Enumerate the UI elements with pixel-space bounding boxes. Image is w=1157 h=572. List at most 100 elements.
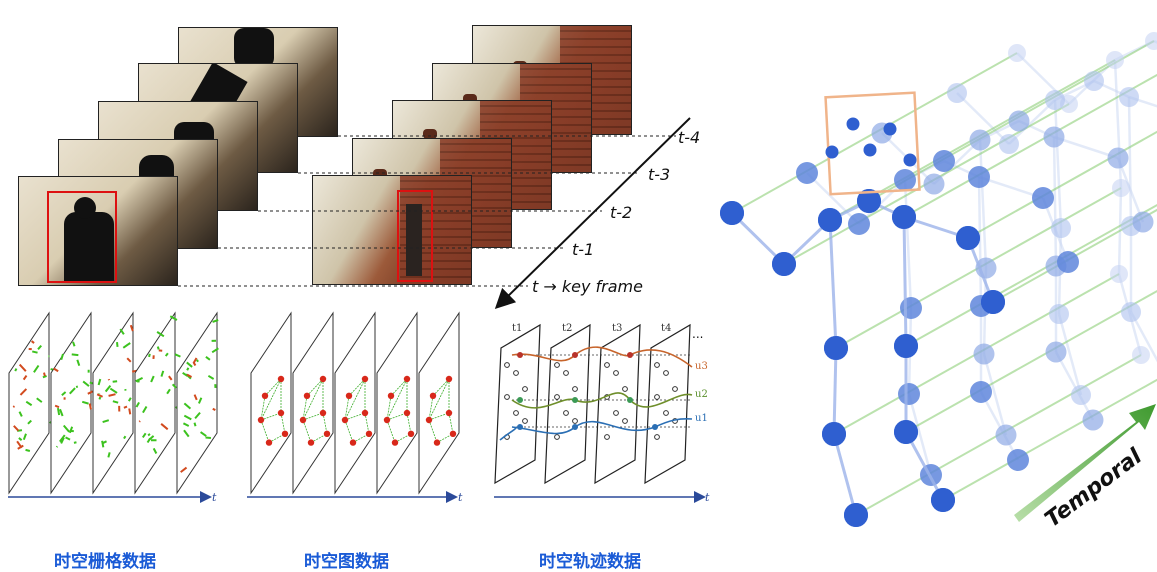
raster-cell (158, 347, 159, 350)
trajectory-marker (627, 352, 633, 358)
time-label-key-frame: t → key frame (532, 277, 643, 296)
time-label-t-3: t-3 (648, 165, 670, 184)
graph-node (999, 134, 1019, 154)
graph-node (258, 417, 264, 423)
graph-node (320, 376, 326, 382)
graph-node (426, 417, 432, 423)
trajectory-marker (572, 424, 578, 430)
focus-node (847, 118, 860, 131)
graph-node (450, 431, 456, 437)
frame-connectors (178, 136, 676, 286)
graph-node (1051, 218, 1071, 238)
graph-node (1049, 304, 1069, 324)
trajectory-point (664, 371, 669, 376)
graph-node (308, 439, 314, 445)
raster-cell (102, 441, 103, 448)
graph-node (931, 488, 955, 512)
graph-edge (904, 217, 906, 346)
graph-node (362, 376, 368, 382)
caption-graph-data: 时空图数据 (304, 547, 389, 572)
graph-node (970, 381, 992, 403)
trajectory-point (655, 395, 660, 400)
graph-node (362, 410, 368, 416)
trajectory-point (555, 435, 560, 440)
graph-node (320, 410, 326, 416)
graph-node (822, 422, 846, 446)
graph-edge (834, 434, 856, 515)
trajectory-point (505, 395, 510, 400)
graph-node (1108, 148, 1129, 169)
graph-node (342, 417, 348, 423)
graph-edge (834, 348, 836, 434)
graph-node (1112, 179, 1130, 197)
trajectory-point (573, 419, 578, 424)
trajectory-axis-label: t (705, 491, 710, 504)
graph-node (304, 393, 310, 399)
graph-node (933, 150, 955, 172)
raster-cell (76, 386, 78, 387)
graph-node (1110, 265, 1128, 283)
graph-node (720, 201, 744, 225)
caption-trajectory-data: 时空轨迹数据 (539, 547, 641, 572)
raster-axis-label: t (212, 491, 217, 504)
graph-node (1046, 342, 1067, 363)
time-arrow (502, 118, 690, 302)
graph-node (366, 431, 372, 437)
raster-cell (74, 442, 76, 443)
graph-node (1032, 187, 1054, 209)
graph-node (408, 431, 414, 437)
raster-cell (58, 408, 59, 415)
raster-cell (175, 354, 180, 356)
raster-cell (43, 376, 47, 377)
graph-node (996, 425, 1017, 446)
graph-node (1132, 346, 1150, 364)
trajectory-point (605, 363, 610, 368)
trajectory-point (564, 371, 569, 376)
graph-node (974, 344, 995, 365)
raster-plane (177, 313, 217, 493)
raster-cell (15, 369, 16, 372)
trajectory-point (655, 363, 660, 368)
graph-node (894, 334, 918, 358)
trajectory-point (605, 435, 610, 440)
graph-node (300, 417, 306, 423)
trajectory-point (673, 387, 678, 392)
trajectory-plane (645, 325, 690, 483)
graph-node (894, 420, 918, 444)
graph-node (894, 169, 916, 191)
graph-node (392, 439, 398, 445)
trajectory-point (555, 363, 560, 368)
raster-cell (26, 450, 30, 451)
graph-plane (251, 313, 291, 493)
traj-tick-more: ... (692, 327, 703, 341)
trajectory-point (614, 411, 619, 416)
raster-cell (13, 406, 14, 407)
graph-node (924, 174, 945, 195)
raster-cell (72, 354, 79, 355)
raster-cell (194, 423, 195, 427)
trajectory-marker (517, 352, 523, 358)
graph-node (1071, 385, 1091, 405)
graph-node (384, 417, 390, 423)
graph-edge (1054, 137, 1056, 266)
trajectory-marker (652, 424, 658, 430)
trajectory-point (514, 371, 519, 376)
raster-cell (44, 373, 45, 376)
graph-node (1083, 410, 1104, 431)
graph-node (404, 376, 410, 382)
raster-cell (149, 354, 150, 357)
raster-plane (93, 313, 133, 493)
graph-node (346, 393, 352, 399)
raster-cell (117, 342, 118, 347)
graph-node (434, 439, 440, 445)
trajectory-marker (572, 397, 578, 403)
raster-cell (108, 452, 109, 457)
trajectory-marker (627, 397, 633, 403)
graph-node (1133, 212, 1154, 233)
raster-cell (129, 409, 130, 415)
trajectory-point (623, 387, 628, 392)
graph-node (848, 213, 870, 235)
trajectory-point (573, 387, 578, 392)
graph-node (404, 410, 410, 416)
graph-node (1044, 127, 1065, 148)
